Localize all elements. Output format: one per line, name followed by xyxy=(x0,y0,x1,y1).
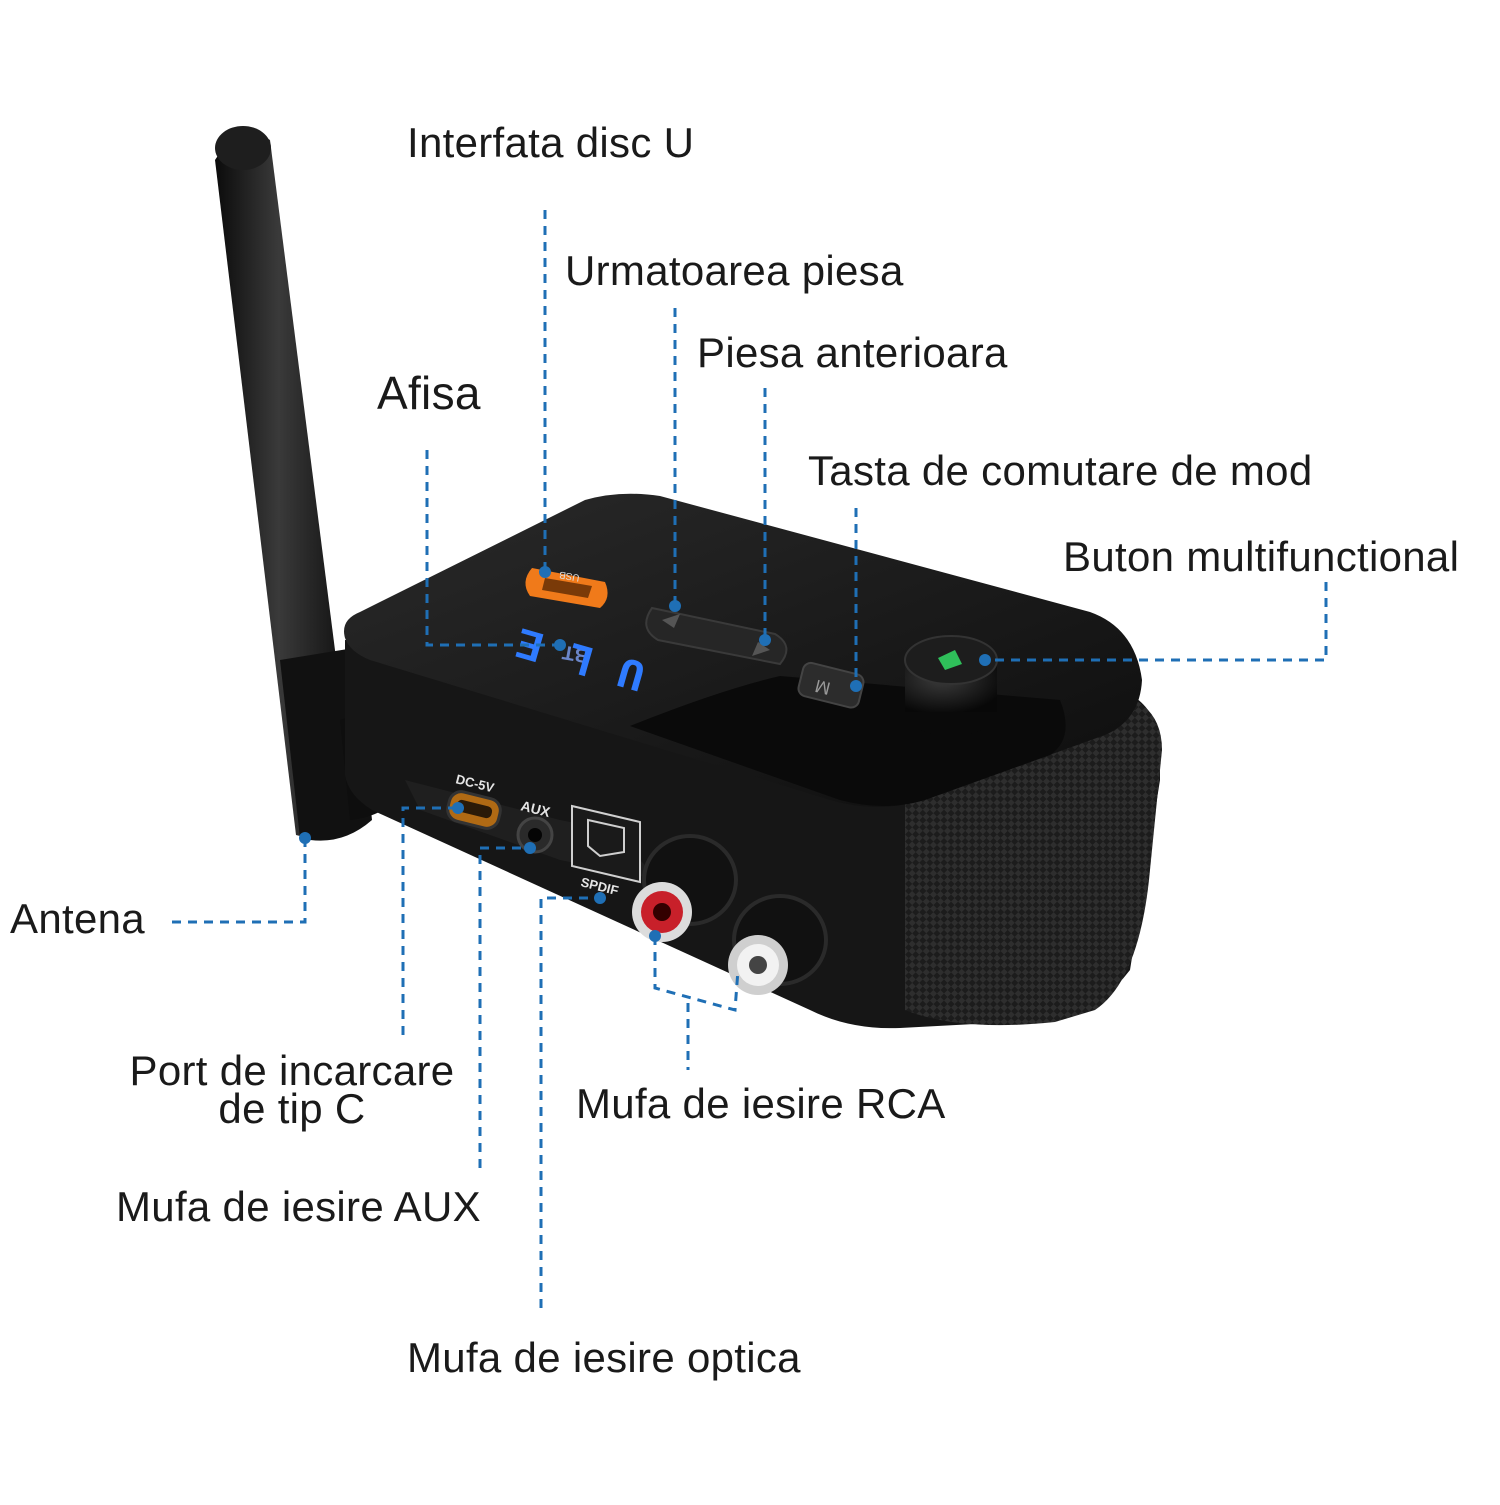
leader-dot-tasta xyxy=(850,680,862,692)
leader-dot-anterioara xyxy=(759,634,771,646)
leader-dot-optica xyxy=(594,892,606,904)
usb-label: USB xyxy=(558,568,580,582)
label-afisa: Afisa xyxy=(377,367,481,419)
mode-key-label: M xyxy=(813,676,832,699)
leader-port xyxy=(401,806,458,1035)
label-mufa-aux: Mufa de iesire AUX xyxy=(116,1183,481,1230)
leader-dot-rca-red xyxy=(649,930,661,942)
leader-dot-buton xyxy=(979,654,991,666)
rca-jack-red xyxy=(632,834,738,942)
leader-dot-afisa xyxy=(554,639,566,651)
leader-buton xyxy=(985,582,1328,662)
label-port-line2: de tip C xyxy=(218,1085,366,1132)
label-urmatoarea-piesa: Urmatoarea piesa xyxy=(565,247,904,294)
leader-lines xyxy=(172,210,1328,1308)
aux-label: AUX xyxy=(519,797,552,820)
label-antena: Antena xyxy=(10,895,145,942)
leader-antena xyxy=(172,838,307,924)
leader-dot-port xyxy=(452,802,464,814)
leader-optica xyxy=(539,896,600,1308)
label-mufa-optica: Mufa de iesire optica xyxy=(407,1334,801,1381)
label-port-incarcare: Port de incarcare de tip C xyxy=(112,1047,472,1132)
spdif-port: SPDIF xyxy=(571,804,641,898)
label-interfata-disc-u: Interfata disc U xyxy=(407,119,695,166)
label-piesa-anterioara: Piesa anterioara xyxy=(697,329,1008,376)
track-rocker xyxy=(645,606,788,666)
leader-afisa xyxy=(425,450,560,647)
rca-jack-white xyxy=(728,894,828,995)
multifunction-knob xyxy=(904,635,998,736)
usb-port: USB xyxy=(525,568,608,608)
leader-dot-interfata xyxy=(539,566,551,578)
leader-rca xyxy=(653,936,740,1070)
leader-aux xyxy=(478,846,530,1168)
label-buton-multifunctional: Buton multifunctional xyxy=(1063,533,1460,580)
mode-key: M xyxy=(797,661,865,709)
leader-dot-aux xyxy=(524,842,536,854)
leader-dot-antena xyxy=(299,832,311,844)
label-tasta-comutare: Tasta de comutare de mod xyxy=(808,447,1313,494)
label-port-line1: Port de incarcare xyxy=(129,1047,455,1094)
label-mufa-rca: Mufa de iesire RCA xyxy=(576,1080,946,1127)
aux-jack: AUX xyxy=(516,797,554,854)
leader-dot-urmatoarea xyxy=(669,600,681,612)
